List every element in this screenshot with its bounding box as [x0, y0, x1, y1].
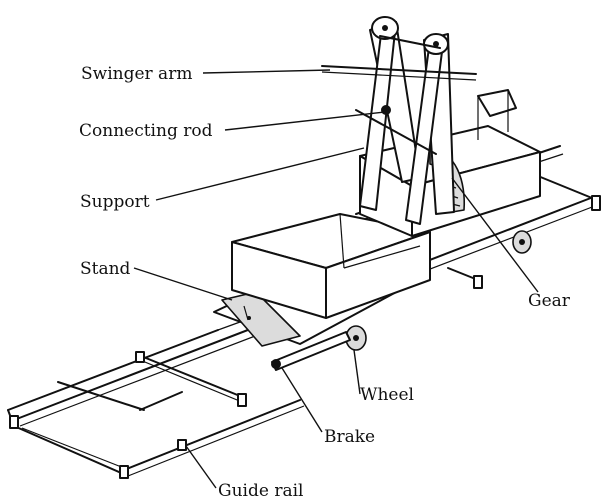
label-gear: Gear — [528, 291, 571, 311]
leader-wheel — [353, 349, 361, 395]
label-swinger-arm: Swinger arm — [81, 64, 192, 84]
swinger-arm-assembly — [321, 65, 477, 155]
wheel-assembly — [345, 230, 532, 351]
brake-assembly — [271, 331, 351, 371]
leader-stand — [133, 267, 233, 301]
leader-brake — [281, 367, 323, 433]
leader-connecting-rod — [224, 111, 386, 131]
leader-guide-rail — [185, 445, 217, 489]
label-support: Support — [80, 192, 150, 212]
leader-gear — [451, 177, 539, 293]
label-stand: Stand — [80, 259, 131, 279]
labels: Swinger arm Connecting rod Support Stand… — [79, 64, 571, 501]
leader-lines — [133, 69, 539, 489]
label-guide-rail: Guide rail — [218, 481, 303, 501]
label-wheel: Wheel — [360, 385, 414, 405]
leader-support — [155, 147, 365, 201]
cart-body — [213, 89, 541, 347]
label-connecting-rod: Connecting rod — [79, 121, 213, 141]
leader-swinger-arm — [202, 69, 331, 74]
label-brake: Brake — [324, 427, 375, 447]
